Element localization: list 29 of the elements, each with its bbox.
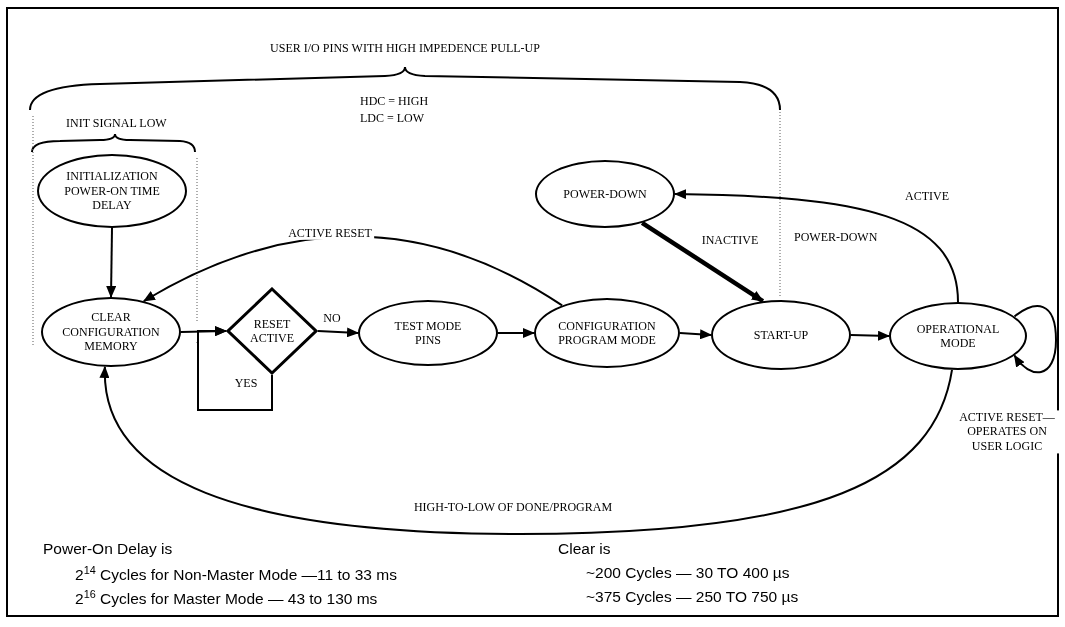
state-label: CLEAR CONFIGURATION MEMORY [61,310,161,354]
note-text: ~200 Cycles — 30 TO 400 µs [586,564,790,583]
state-label: START-UP [752,327,810,343]
state-label: POWER-DOWN [562,186,648,202]
transition-arrow [674,189,959,303]
transition-arrow [317,327,359,338]
transition-arrow [679,329,712,340]
transition-arrow [106,227,117,298]
decision-diamond [226,287,318,375]
transition-arrow [850,330,890,341]
transition-arrow [100,365,953,535]
signal-label: LDC = LOW [360,111,425,126]
note-text: ~375 Cycles — 250 TO 750 µs [586,588,799,607]
signal-label: HDC = HIGH [360,94,429,109]
state-label: RESET ACTIVE [249,316,295,346]
note-text: Power-On Delay is [43,540,173,559]
transition-arrow [197,326,273,411]
note-text: Clear is [558,540,611,559]
signal-label: POWER-DOWN [794,230,878,245]
state-label: TEST MODE PINS [393,318,463,348]
signal-label: INIT SIGNAL LOW [66,116,167,131]
state-label: CONFIGURATION PROGRAM MODE [557,318,657,348]
note-text: 2$^{16}$ Cycles for Master Mode — 43 to 130 ms [75,588,378,609]
state-label: OPERATIONAL MODE [915,321,1001,351]
transition-arrow [1013,305,1057,374]
transition-arrow [497,328,535,338]
note-text: 2$^{14}$ Cycles for Non-Master Mode —11 to 33 ms [75,564,397,585]
state-label: INITIALIZATION POWER-ON TIME DELAY [63,169,161,213]
signal-label: USER I/O PINS WITH HIGH IMPEDENCE PULL-UP [270,41,540,56]
